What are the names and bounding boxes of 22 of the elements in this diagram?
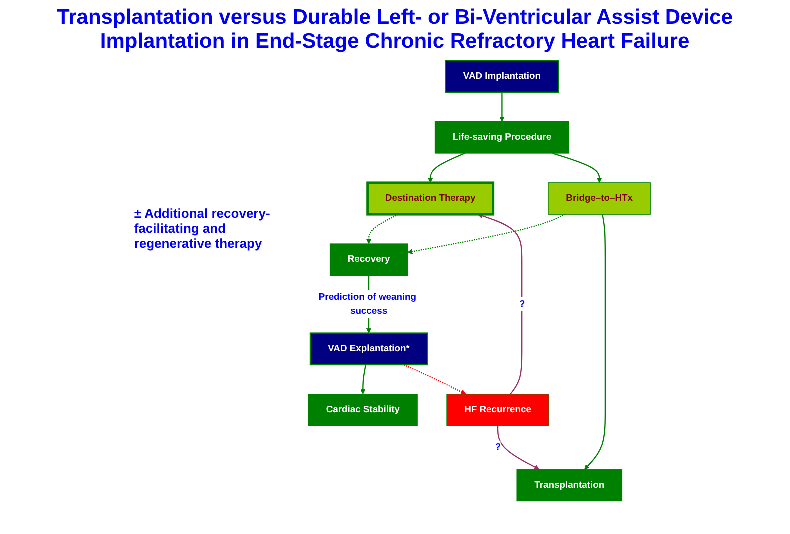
node-box: Transplantation: [517, 469, 623, 502]
arrow: [404, 364, 467, 395]
arrow: [408, 214, 566, 254]
edge-label: Prediction of weaning success: [319, 292, 417, 316]
node-box: HF Recurrence: [447, 394, 550, 426]
arrow: [366, 214, 400, 244]
diagram-title: Transplantation versus Durable Left- or Bi-Ventricular Assist Device Implantation in End-Stage Chronic Refractory Heart Failure: [56, 6, 734, 54]
arrow: [478, 214, 523, 395]
arrow: [584, 214, 606, 470]
arrow: [500, 92, 506, 122]
node-box: Cardiac Stability: [308, 394, 418, 426]
arrow: [428, 152, 466, 184]
arrow: [360, 364, 367, 395]
arrow: [552, 152, 602, 184]
node-box: VAD Explantation*: [310, 332, 428, 366]
node-box: Bridge–to–HTx: [548, 182, 652, 215]
node-box: Life-saving Procedure: [435, 122, 570, 154]
note-text: ± Additional recovery-facilitating and regenerative therapy: [134, 206, 272, 251]
node-box: Destination Therapy: [366, 182, 495, 216]
node-box: Recovery: [330, 244, 408, 276]
node-box: VAD Implantation: [446, 60, 560, 94]
arrow: [498, 426, 540, 470]
